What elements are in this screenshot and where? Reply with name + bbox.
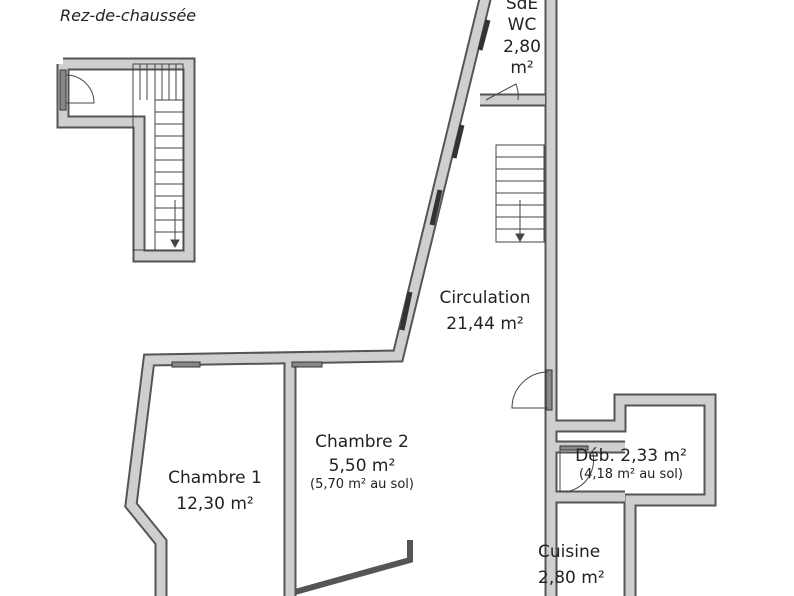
- room-name: Déb. 2,33 m²: [575, 446, 687, 466]
- floor-title: Rez-de-chaussée: [60, 6, 197, 25]
- diagonal-windows: [399, 19, 491, 331]
- room-floor-area: (5,70 m² au sol): [310, 476, 414, 492]
- windows: [59, 69, 589, 451]
- walls: [58, 0, 715, 596]
- room-area: 5,50 m²: [328, 455, 396, 476]
- room-name: SdE: [505, 0, 539, 14]
- room-label-chambre-2: Chambre 2 5,50 m² (5,70 m² au sol): [292, 430, 432, 493]
- room-label-deb: Déb. 2,33 m² (4,18 m² au sol): [556, 446, 706, 484]
- room-name: Circulation: [439, 288, 531, 308]
- room-floor-area: (4,18 m² au sol): [579, 467, 683, 483]
- room-area: 2,80 m²: [538, 567, 605, 588]
- stairs: [132, 63, 545, 251]
- room-label-cuisine: Cuisine 2,80 m²: [538, 540, 634, 591]
- room-name: Chambre 1: [168, 468, 262, 488]
- room-name-2: WC: [507, 15, 537, 36]
- room-area-unit: m²: [510, 57, 534, 78]
- room-label-chambre-1: Chambre 1 12,30 m²: [150, 466, 280, 517]
- room-label-circulation: Circulation 21,44 m²: [420, 286, 550, 337]
- room-area: 2,80: [503, 36, 541, 57]
- door-swings: [65, 74, 595, 595]
- room-name: Cuisine: [538, 542, 601, 562]
- room-name: Chambre 2: [315, 432, 409, 452]
- room-label-sde-wc: SdE WC 2,80 m²: [492, 0, 552, 79]
- room-area: 12,30 m²: [176, 493, 254, 514]
- room-area: 21,44 m²: [446, 313, 524, 334]
